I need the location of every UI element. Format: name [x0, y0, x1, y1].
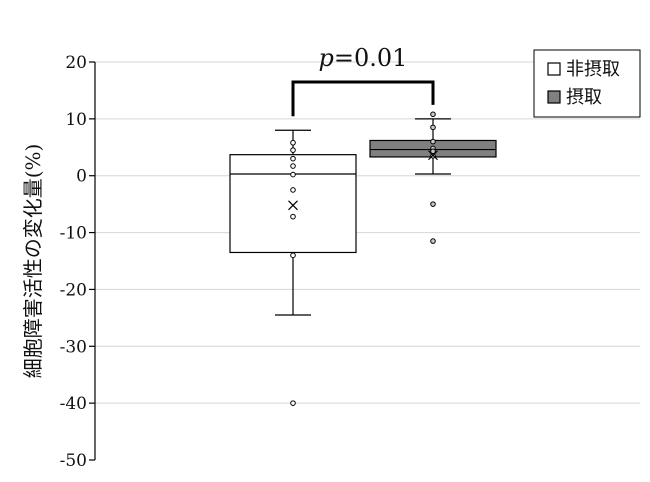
data-point: [430, 238, 436, 244]
data-point: [430, 138, 436, 145]
data-point: [430, 201, 436, 207]
data-point: [290, 400, 296, 406]
data-point: [290, 187, 296, 193]
data-point: [290, 163, 296, 169]
box-group: [369, 111, 497, 244]
y-tick-label: -50: [60, 451, 87, 471]
data-point: [430, 124, 436, 131]
mean-marker: [288, 200, 298, 211]
boxes: [229, 111, 497, 406]
y-tick-label: -10: [60, 224, 87, 244]
box-iqr: [229, 154, 357, 254]
data-point: [430, 111, 436, 118]
p-value-annotation: p=0.01: [319, 44, 408, 72]
p-value-text: =0.01: [334, 44, 408, 72]
significance-bracket: [291, 80, 435, 117]
data-point: [290, 147, 296, 153]
gridlines: [95, 61, 640, 404]
y-tick-label: -40: [60, 394, 87, 414]
p-value-prefix: p: [319, 44, 334, 72]
y-axis-label: 細胞障害活性の変化量(%): [21, 144, 45, 379]
mean-marker-stroke: [288, 200, 298, 211]
bracket-line: [291, 80, 435, 117]
legend-label: 非摂取: [566, 59, 620, 80]
data-point: [290, 213, 296, 220]
y-tick-label: 20: [65, 53, 87, 73]
legend-swatch: [547, 62, 561, 76]
y-tick-label: -30: [60, 337, 87, 357]
y-ticks: 20 10 0 -10 -20 -30 -40 -50: [60, 53, 95, 471]
y-tick-label: 0: [76, 167, 87, 187]
y-tick-label: -20: [60, 280, 87, 300]
box-group: [229, 129, 357, 406]
data-point: [290, 171, 296, 178]
data-point: [290, 252, 296, 259]
y-tick-label: 10: [65, 110, 87, 130]
legend-label: 摂取: [566, 87, 602, 108]
mean-marker: [428, 150, 438, 161]
mean-marker-stroke: [428, 150, 438, 161]
data-point: [290, 139, 296, 146]
legend-swatch: [547, 90, 561, 104]
legend-box: [533, 49, 641, 118]
data-point: [290, 155, 296, 162]
